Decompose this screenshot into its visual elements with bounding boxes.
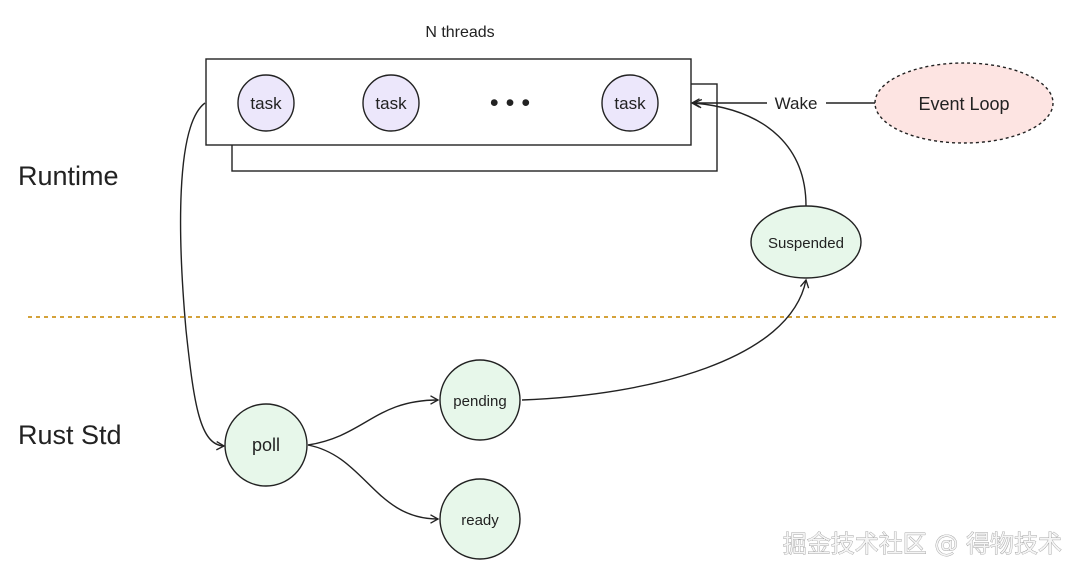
poll-node bbox=[224, 403, 308, 487]
task-node-1 bbox=[237, 74, 295, 132]
suspended-label: Suspended bbox=[768, 235, 844, 252]
wake-label: Wake bbox=[775, 94, 818, 113]
event-loop-label: Event Loop bbox=[918, 94, 1009, 114]
task-to-poll-arrow bbox=[179, 102, 226, 451]
ready-label: ready bbox=[461, 512, 499, 529]
watermark: 掘金技术社区 @ 得物技术 bbox=[783, 530, 1062, 558]
pending-label: pending bbox=[453, 393, 506, 410]
poll-label: poll bbox=[252, 435, 280, 455]
rust-std-section-label: Rust Std bbox=[18, 420, 122, 450]
poll-to-pending-arrow bbox=[307, 395, 440, 446]
ellipsis: • • • bbox=[490, 89, 530, 117]
pending-node bbox=[439, 359, 521, 441]
task-label-2: task bbox=[375, 94, 407, 113]
task-label-3: task bbox=[614, 94, 646, 113]
suspended-to-task-arrow bbox=[692, 98, 807, 207]
pending-to-suspended-arrow bbox=[521, 278, 810, 401]
task-node-3 bbox=[601, 74, 659, 132]
n-threads-label: N threads bbox=[425, 24, 494, 41]
task-label-1: task bbox=[250, 94, 282, 113]
poll-to-ready-arrow bbox=[307, 444, 440, 524]
task-node-2 bbox=[362, 74, 420, 132]
runtime-section-label: Runtime bbox=[18, 161, 119, 191]
event-loop-node bbox=[874, 62, 1054, 144]
ready-node bbox=[439, 478, 521, 560]
